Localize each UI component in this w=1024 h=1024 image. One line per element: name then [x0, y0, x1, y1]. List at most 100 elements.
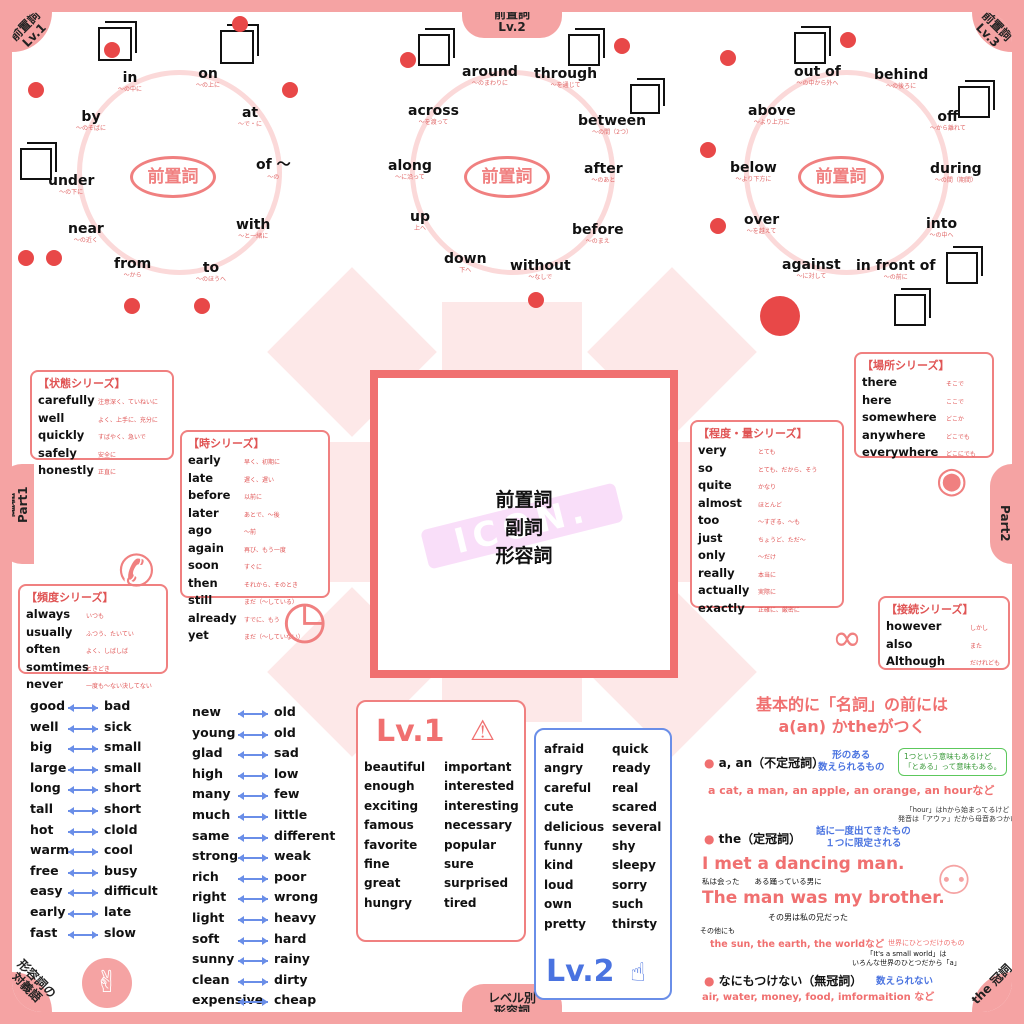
- adverb-word: exactly: [698, 600, 745, 615]
- adverb-word: also: [886, 636, 913, 651]
- conj-series-title: 【接続シリーズ】: [886, 603, 974, 616]
- antonym-word: tall: [30, 801, 53, 816]
- prep-off: off〜から離れて: [930, 109, 966, 132]
- adverb-meaning: すぐに: [244, 564, 263, 571]
- apple-icon: [720, 50, 736, 66]
- adjective-word: surprised: [444, 876, 509, 891]
- level2-title: Lv.2: [546, 954, 615, 989]
- adjective-word: quick: [612, 742, 649, 756]
- adverb-word: then: [188, 575, 218, 590]
- adjective-word: sure: [444, 857, 474, 871]
- prep-along: along〜に沿って: [388, 158, 432, 181]
- apple-icon: [400, 52, 416, 68]
- adverb-word: yet: [188, 628, 209, 642]
- adverb-word: already: [188, 610, 237, 625]
- antonym-word: expensive: [192, 992, 264, 1008]
- antonym-word: easy: [30, 883, 63, 899]
- adjective-word: exciting: [364, 798, 419, 813]
- prep-from: from〜から: [114, 256, 152, 279]
- apple-icon: [700, 142, 716, 158]
- antonym-word: clean: [192, 971, 230, 987]
- adverb-meaning: あとで、〜後: [244, 511, 280, 519]
- cube-icon: [958, 80, 995, 118]
- adverb-meaning: また: [970, 642, 983, 650]
- adjective-word: fine: [364, 857, 390, 871]
- adjective-word: shy: [612, 839, 636, 853]
- none-examples: air, water, money, food, imformaition など: [702, 992, 935, 1003]
- adverb-word: always: [26, 607, 71, 621]
- apple-icon: [18, 250, 34, 266]
- apple-icon: [104, 42, 120, 58]
- double-arrow-icon: [238, 936, 268, 945]
- def-label: ● the（定冠詞）: [704, 832, 802, 846]
- center-title: 前置詞副詞形容詞: [495, 489, 553, 567]
- antonym-opposite: few: [274, 786, 300, 802]
- prep-without: without〜なしで: [510, 258, 571, 281]
- prep-between: between〜の間（2つ）: [578, 113, 647, 136]
- prep-against: against〜に対して: [782, 257, 841, 280]
- prep-before: before〜のまえ: [572, 222, 624, 245]
- cube-icon: [220, 24, 259, 64]
- time-item: ago〜前: [182, 523, 328, 541]
- degree-item: too〜すぎる、〜も: [692, 513, 842, 531]
- adverb-word: actually: [698, 583, 750, 597]
- adjective-word: such: [612, 897, 644, 912]
- adverb-word: often: [26, 642, 61, 656]
- adverb-word: quite: [698, 478, 732, 492]
- antonym-opposite: cool: [104, 842, 133, 858]
- double-arrow-icon: [238, 998, 268, 1007]
- prep-out-of: out of〜の中から外へ: [794, 64, 841, 87]
- adverb-meaning: 以前に: [244, 494, 263, 501]
- antonym-word: high: [192, 765, 224, 781]
- double-arrow-icon: [68, 807, 98, 815]
- double-arrow-icon: [238, 957, 268, 966]
- prep-through: through〜を通じて: [534, 66, 598, 89]
- prep-after: after〜のあと: [584, 161, 623, 184]
- adverb-meaning: 〜前: [244, 529, 257, 536]
- adverb-word: there: [862, 375, 897, 389]
- lv1-ring: [77, 70, 282, 275]
- adverb-word: too: [698, 513, 720, 527]
- antonym-word: much: [192, 807, 231, 822]
- adverb-meaning: 一度も〜ない決してない: [86, 683, 152, 690]
- double-arrow-icon: [238, 813, 268, 821]
- antonym-opposite: poor: [274, 868, 307, 884]
- double-arrow-icon: [68, 889, 98, 898]
- tap-hand-icon: ☝: [630, 958, 646, 988]
- smartphone-icon: ✆: [118, 546, 155, 597]
- none-label: ● なにもつけない（無冠詞）: [704, 974, 863, 988]
- double-arrow-icon: [68, 765, 98, 774]
- antonym-opposite: clold: [104, 821, 138, 837]
- def-note: 話に一度出てきたもの １つに限定される: [816, 826, 911, 849]
- example-2: The man was my brother.: [702, 888, 945, 908]
- prep-under: under〜の下に: [48, 173, 95, 196]
- antonym-word: glad: [192, 745, 223, 761]
- prep-in-front-of: in front of〜の前に: [856, 258, 936, 281]
- conj-item: also また: [880, 637, 1008, 655]
- dancer-icon: ⚇: [936, 858, 972, 904]
- prep-around: around〜のまわりに: [462, 64, 518, 87]
- lv1-bubble: 前置詞: [130, 156, 216, 198]
- apple-icon: [528, 292, 544, 308]
- adjective-word: sleepy: [612, 858, 656, 873]
- freq-series-title: 【頻度シリーズ】: [26, 591, 114, 604]
- adverb-word: only: [698, 548, 726, 562]
- double-arrow-icon: [238, 792, 268, 801]
- antonym-opposite: old: [274, 724, 296, 740]
- adverb-meaning: すばやく、急いで: [98, 434, 146, 441]
- adjective-word: own: [544, 897, 572, 912]
- indef-label: ● a, an（不定冠詞）: [704, 756, 825, 770]
- antonym-word: young: [192, 724, 236, 740]
- degree-series-title: 【程度・量シリーズ】: [698, 427, 808, 440]
